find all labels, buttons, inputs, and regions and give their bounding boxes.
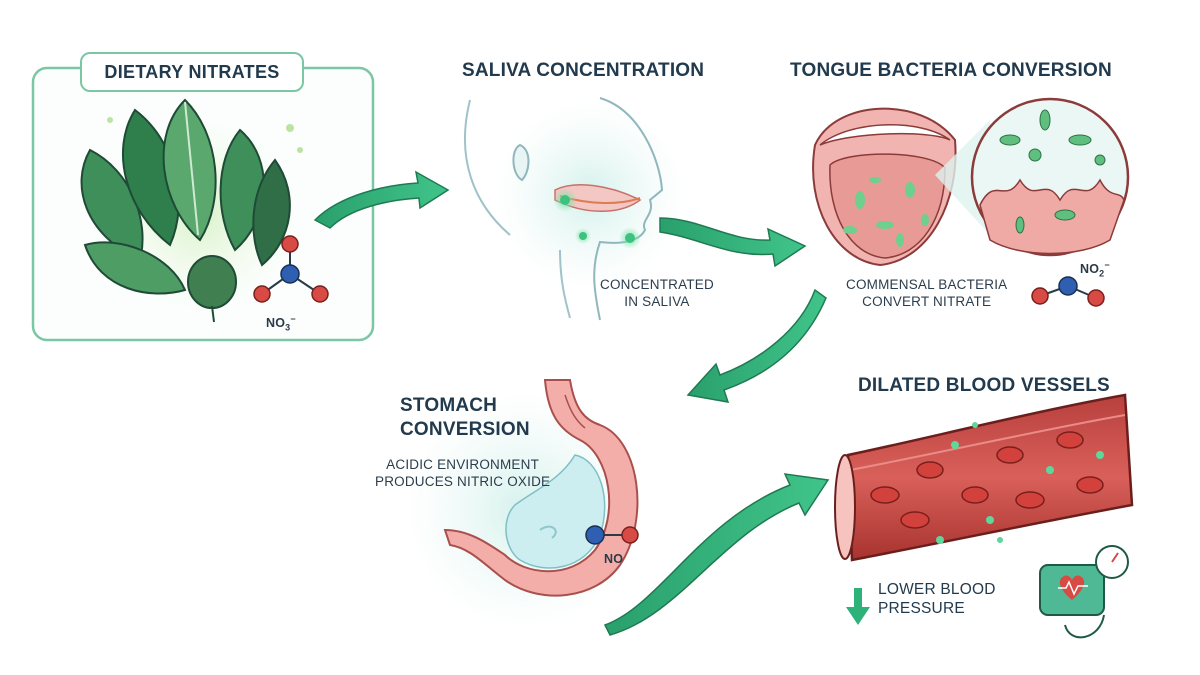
head-profile-illustration — [463, 97, 664, 321]
nitric-oxide-molecule — [585, 525, 639, 545]
mouth-tongue-illustration — [812, 107, 957, 267]
nitrate-formula: NO3− — [266, 314, 296, 333]
leafy-greens-illustration — [80, 98, 303, 323]
stomach-illustration — [443, 379, 639, 597]
stomach-conversion-title: STOMACH CONVERSION — [400, 395, 530, 440]
down-arrow-icon — [846, 588, 870, 625]
dilated-vessels-title: DILATED BLOOD VESSELS — [858, 375, 1110, 396]
blood-vessel-illustration — [834, 393, 1134, 562]
blood-pressure-monitor — [1039, 545, 1129, 639]
beet-root — [187, 255, 237, 309]
saliva-concentration-title: SALIVA CONCENTRATION — [462, 60, 705, 81]
ear-icon — [512, 143, 530, 182]
nitrite-formula: NO2− — [1080, 260, 1110, 279]
arrow-stomach-to-vessels — [603, 473, 830, 636]
nitrate-molecule — [253, 235, 329, 303]
arrow-tongue-to-stomach — [686, 288, 827, 403]
tongue-bacteria-title: TONGUE BACTERIA CONVERSION — [790, 60, 1112, 81]
arrow-diet-to-saliva — [313, 170, 450, 229]
bacteria-magnified-circle — [970, 97, 1130, 257]
dietary-nitrates-title: DIETARY NITRATES — [104, 61, 280, 82]
nitric-oxide-formula: NO — [604, 552, 624, 566]
flow-arrows — [313, 170, 830, 636]
nitrite-molecule — [1031, 276, 1105, 307]
lower-blood-pressure-label: LOWER BLOOD PRESSURE — [878, 581, 996, 617]
saliva-caption: CONCENTRATED IN SALIVA — [600, 277, 714, 309]
tongue-caption: COMMENSAL BACTERIA CONVERT NITRATE — [846, 277, 1008, 309]
arrow-saliva-to-tongue — [659, 217, 807, 268]
stomach-caption: ACIDIC ENVIRONMENT PRODUCES NITRIC OXIDE — [375, 457, 551, 489]
dietary-nitrates-title-badge: DIETARY NITRATES — [80, 52, 304, 92]
